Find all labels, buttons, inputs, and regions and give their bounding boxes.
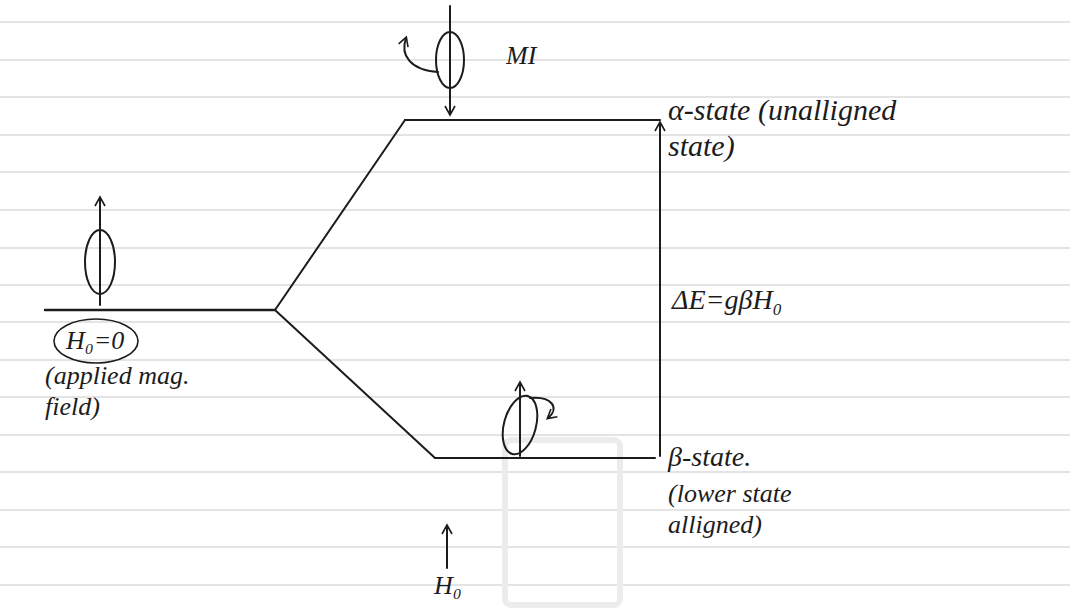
state-label: α-state (unalligned state) [668, 92, 958, 164]
energy-gap-arrow [659, 123, 661, 456]
alpha-level [405, 119, 660, 121]
precession-arrow [404, 38, 438, 72]
energy-gap-label: ΔE=gβH₀ [672, 283, 782, 317]
split-line [275, 310, 435, 458]
beta-level [435, 457, 655, 459]
field-label: H₀ [434, 570, 462, 601]
note-label: (lower state alligned) [668, 478, 838, 540]
state-label: β-state. [668, 440, 751, 474]
spin-arrow [99, 198, 101, 305]
spin-arrow [449, 6, 451, 114]
spin-arrow [519, 383, 521, 456]
precession-arrow [530, 398, 554, 418]
note-label: (applied mag. field) [45, 360, 195, 422]
ruled-lines [0, 22, 1070, 585]
field-label: H₀=0 [66, 325, 124, 356]
zero-field-level [45, 309, 275, 312]
watermark [505, 440, 620, 605]
state-symbol: MI [506, 40, 536, 71]
field-arrow [446, 526, 448, 568]
split-line [275, 120, 405, 310]
circle-mark [54, 319, 138, 363]
